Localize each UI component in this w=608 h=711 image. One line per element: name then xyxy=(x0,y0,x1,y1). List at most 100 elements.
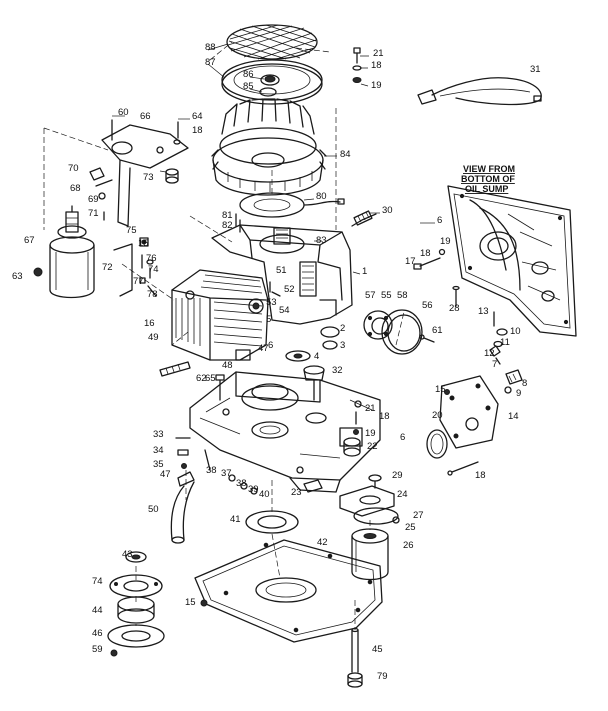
part-nut-63 xyxy=(33,267,43,277)
part-cylinder-head xyxy=(171,269,269,361)
callout-69: 69 xyxy=(88,194,99,205)
callout-56: 56 xyxy=(422,300,433,311)
callout-46: 46 xyxy=(92,628,103,639)
part-pin-52 xyxy=(271,291,281,297)
callout-18: 18 xyxy=(371,60,382,71)
callout-43: 43 xyxy=(122,549,133,560)
part-bolts-17-19 xyxy=(413,248,446,270)
callout-86: 86 xyxy=(243,69,254,80)
callout-26: 26 xyxy=(403,540,414,551)
part-screen-guard xyxy=(221,59,323,105)
part-seal-43 xyxy=(125,551,147,563)
part-screw-59 xyxy=(110,649,118,657)
callout-81: 81 xyxy=(222,210,233,221)
callout-74: 74 xyxy=(92,576,103,587)
callout-8: 8 xyxy=(522,378,527,389)
callout-22: 22 xyxy=(367,441,378,452)
callout-6: 6 xyxy=(437,215,442,226)
callout-21: 21 xyxy=(373,48,384,59)
callout-29: 29 xyxy=(392,470,403,481)
callout-37: 37 xyxy=(221,468,232,479)
part-oil-sump-bottom-view xyxy=(447,185,577,337)
part-plate-14 xyxy=(439,375,499,449)
callout-15: 15 xyxy=(185,597,196,608)
callout-41: 41 xyxy=(230,514,241,525)
callout-87: 87 xyxy=(205,57,216,68)
callout-77: 77 xyxy=(133,276,144,287)
part-starter-motor xyxy=(49,205,95,299)
callout-6: 6 xyxy=(268,340,273,351)
callout-49: 49 xyxy=(148,332,159,343)
part-cap-22 xyxy=(343,437,361,457)
callout-59: 59 xyxy=(92,644,103,655)
callout-48: 48 xyxy=(222,360,233,371)
part-gasket-20 xyxy=(426,429,448,459)
part-oil-sump xyxy=(189,371,381,493)
part-gear-4 xyxy=(285,350,311,362)
part-bracket-66 xyxy=(101,119,189,227)
callout-60: 60 xyxy=(118,107,129,118)
callout-20: 20 xyxy=(432,410,443,421)
callout-47: 47 xyxy=(258,343,269,354)
part-hardware-37-40 xyxy=(228,474,258,495)
part-bolt-61 xyxy=(419,334,435,343)
part-bolt-21-18-19 xyxy=(353,411,359,435)
callout-15: 15 xyxy=(435,384,446,395)
callout-44: 44 xyxy=(92,605,103,616)
callout-15: 15 xyxy=(138,238,149,249)
callout-50: 50 xyxy=(148,504,159,515)
callout-31: 31 xyxy=(530,64,541,75)
callout-74: 74 xyxy=(148,264,159,275)
callout-3: 3 xyxy=(340,340,345,351)
callout-68: 68 xyxy=(70,183,81,194)
view-label-line-2: BOTTOM OF xyxy=(461,174,515,184)
callout-21: 21 xyxy=(365,403,376,414)
callout-28: 28 xyxy=(449,303,460,314)
part-bolt-18-long xyxy=(447,461,479,476)
callout-53: 53 xyxy=(266,297,277,308)
callout-62: 62 xyxy=(196,373,207,384)
part-oil-filter xyxy=(351,528,389,581)
callout-40: 40 xyxy=(259,489,270,500)
callout-23: 23 xyxy=(291,487,302,498)
callout-18: 18 xyxy=(420,248,431,259)
part-flywheel xyxy=(211,98,327,196)
callout-18: 18 xyxy=(379,411,390,422)
callout-61: 61 xyxy=(432,325,443,336)
callout-34: 34 xyxy=(153,445,164,456)
callout-64: 64 xyxy=(192,111,203,122)
part-cover-57-55 xyxy=(363,310,393,340)
callout-14: 14 xyxy=(508,411,519,422)
callout-88: 88 xyxy=(205,42,216,53)
callout-35: 35 xyxy=(153,459,164,470)
part-valve-13-12 xyxy=(489,311,508,365)
callout-19: 19 xyxy=(365,428,376,439)
callout-83: 83 xyxy=(316,235,327,246)
callout-47: 47 xyxy=(160,469,171,480)
part-gasket-46 xyxy=(107,624,165,648)
part-bolt-15b xyxy=(444,389,450,395)
callout-42: 42 xyxy=(317,537,328,548)
callout-51: 51 xyxy=(276,265,287,276)
callout-70: 70 xyxy=(68,163,79,174)
part-nut-73 xyxy=(165,168,179,184)
callout-16: 16 xyxy=(144,318,155,329)
callout-85: 85 xyxy=(243,81,254,92)
part-hardware-23 xyxy=(303,479,323,493)
callout-11: 11 xyxy=(500,337,510,348)
callout-45: 45 xyxy=(372,644,383,655)
callout-18: 18 xyxy=(475,470,486,481)
part-mesh-screen xyxy=(226,24,318,60)
part-stator-bolts xyxy=(235,213,241,233)
callout-24: 24 xyxy=(397,489,408,500)
part-ring-44 xyxy=(117,596,155,624)
view-label-line-1: VIEW FROM xyxy=(463,164,515,174)
part-spark-plug xyxy=(351,210,377,227)
callout-9: 9 xyxy=(516,388,521,399)
callout-66: 66 xyxy=(140,111,151,122)
callout-54: 54 xyxy=(279,305,290,316)
callout-82: 82 xyxy=(222,220,233,231)
callout-2: 2 xyxy=(340,323,345,334)
